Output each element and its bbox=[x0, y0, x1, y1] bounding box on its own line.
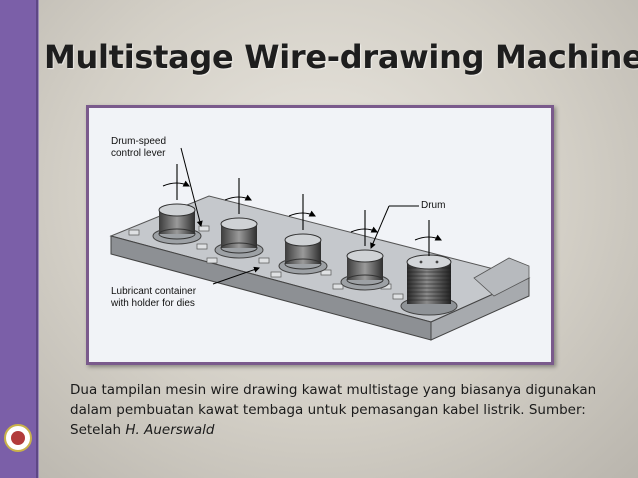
slide-sidebar bbox=[0, 0, 38, 478]
drum-speed-lever-label: Drum-speed control lever bbox=[111, 136, 167, 159]
drum-label: Drum bbox=[421, 200, 446, 211]
lubricant-container-label: Lubricant container with holder for dies bbox=[111, 286, 197, 309]
caption-text: Dua tampilan mesin wire drawing kawat mu… bbox=[70, 382, 597, 438]
university-logo-icon bbox=[4, 424, 32, 452]
sidebar-divider bbox=[38, 0, 39, 478]
machine-figure: Drum-speed control lever Drum Lubricant … bbox=[86, 105, 554, 365]
machine-illustration bbox=[109, 147, 531, 341]
figure-caption: Dua tampilan mesin wire drawing kawat mu… bbox=[70, 380, 610, 440]
slide-title: Multistage Wire-drawing Machine bbox=[44, 38, 638, 76]
caption-author: H. Auerswald bbox=[125, 422, 215, 438]
